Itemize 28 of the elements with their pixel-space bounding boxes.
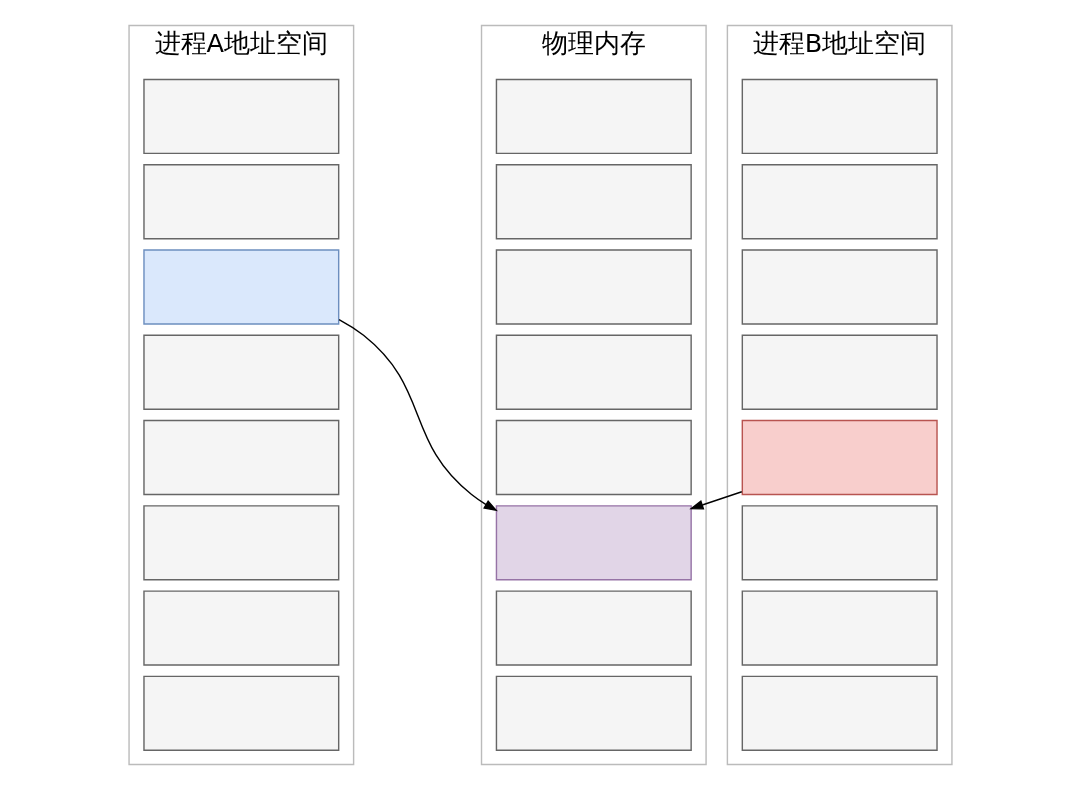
node-box <box>741 78 938 155</box>
node-box <box>142 249 339 325</box>
node-box <box>142 505 339 581</box>
node-box <box>495 590 692 666</box>
node-box <box>741 249 938 325</box>
node-box <box>142 334 339 410</box>
node-box <box>741 419 938 496</box>
node-box <box>495 505 692 581</box>
arrow <box>688 491 742 510</box>
node-box <box>741 505 938 581</box>
node-box <box>741 675 938 751</box>
cluster: 进程A地址空间 <box>127 24 354 766</box>
cluster: 进程B地址空间 <box>726 24 953 766</box>
node-box <box>741 334 938 410</box>
node-box <box>495 675 692 751</box>
node-box <box>142 164 339 240</box>
node-box <box>142 78 339 155</box>
node-box <box>495 249 692 325</box>
node-box <box>495 164 692 240</box>
node-box <box>741 590 938 666</box>
node-box <box>495 78 692 155</box>
node-box <box>142 419 339 496</box>
node-box <box>495 419 692 496</box>
node-box <box>741 164 938 240</box>
node-box <box>495 334 692 410</box>
node-box <box>142 675 339 751</box>
node-box <box>142 590 339 666</box>
arrow <box>337 318 498 512</box>
